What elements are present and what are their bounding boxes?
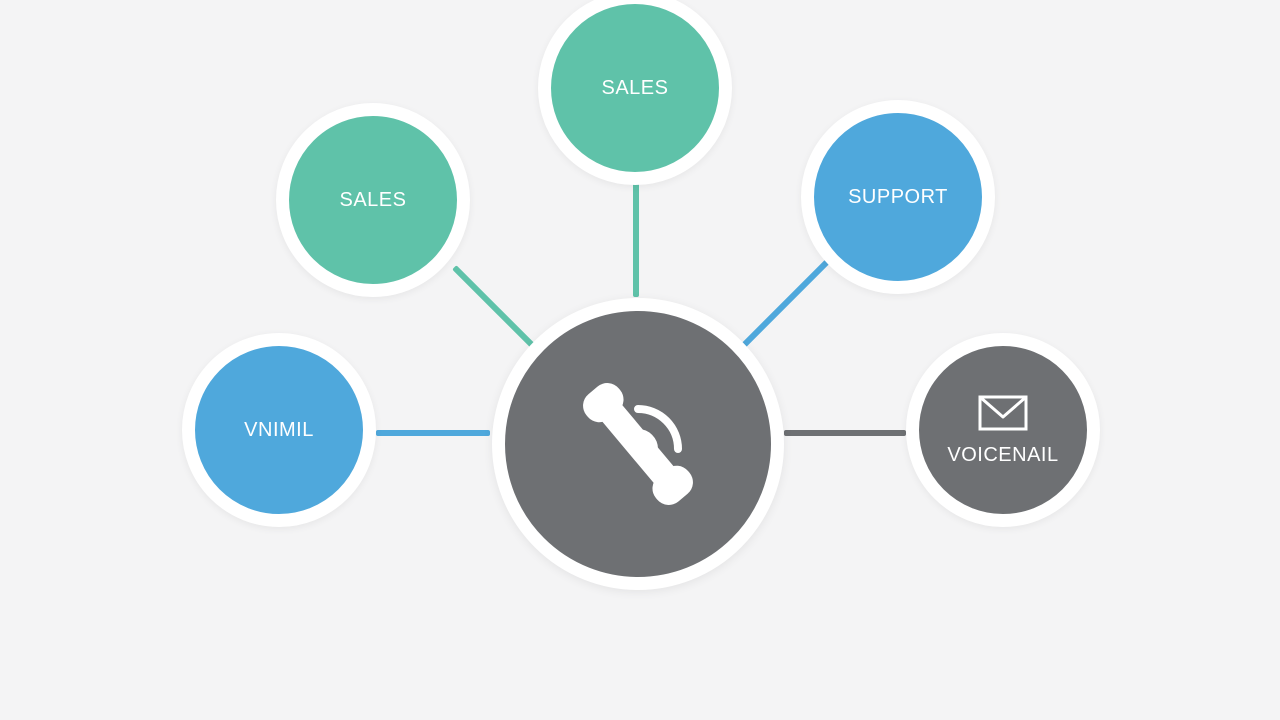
node-label: SALES	[601, 77, 669, 99]
phone-icon	[583, 383, 693, 505]
node-voicemail[interactable]: VOICENAIL	[906, 333, 1100, 527]
node-sales-top[interactable]: SALES	[538, 0, 732, 185]
node-label: VNIMIL	[244, 419, 314, 441]
node-label: VOICENAIL	[947, 444, 1059, 466]
connector-voicemail	[784, 430, 906, 436]
connector-sales-top	[633, 181, 639, 297]
node-sales-left[interactable]: SALES	[276, 103, 470, 297]
node-label: SUPPORT	[848, 186, 948, 208]
node-support[interactable]: SUPPORT	[801, 100, 995, 294]
envelope-icon	[978, 395, 1028, 431]
connector-support	[740, 257, 832, 349]
node-vnimil[interactable]: VNIMIL	[182, 333, 376, 527]
phone-hub[interactable]	[492, 298, 784, 590]
connector-sales-left	[452, 265, 540, 353]
connector-vnimil	[376, 430, 490, 436]
node-label: SALES	[339, 189, 407, 211]
